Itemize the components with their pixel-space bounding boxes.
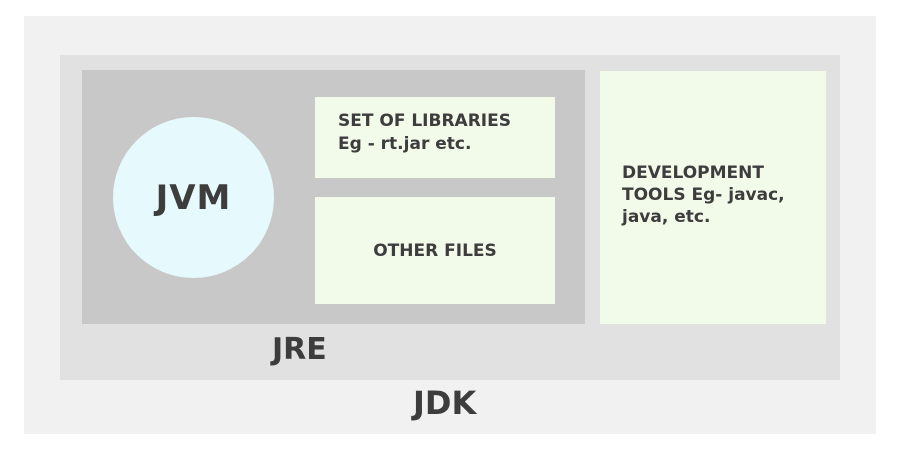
libraries-box: SET OF LIBRARIES Eg - rt.jar etc. bbox=[315, 97, 555, 178]
jvm-circle: JVM bbox=[113, 117, 274, 278]
libraries-example: Eg - rt.jar etc. bbox=[338, 134, 472, 154]
tools-line-2: TOOLS Eg- javac, bbox=[622, 185, 785, 205]
jdk-label: JDK bbox=[413, 384, 477, 422]
tools-line-3: java, etc. bbox=[622, 207, 711, 227]
jvm-label: JVM bbox=[155, 177, 232, 218]
development-tools-box: DEVELOPMENT TOOLS Eg- javac, java, etc. bbox=[600, 71, 826, 324]
other-files-box: OTHER FILES bbox=[315, 197, 555, 304]
libraries-title: SET OF LIBRARIES bbox=[338, 111, 511, 131]
tools-line-1: DEVELOPMENT bbox=[622, 163, 764, 183]
other-files-label: OTHER FILES bbox=[373, 240, 497, 261]
jre-label: JRE bbox=[272, 332, 327, 367]
